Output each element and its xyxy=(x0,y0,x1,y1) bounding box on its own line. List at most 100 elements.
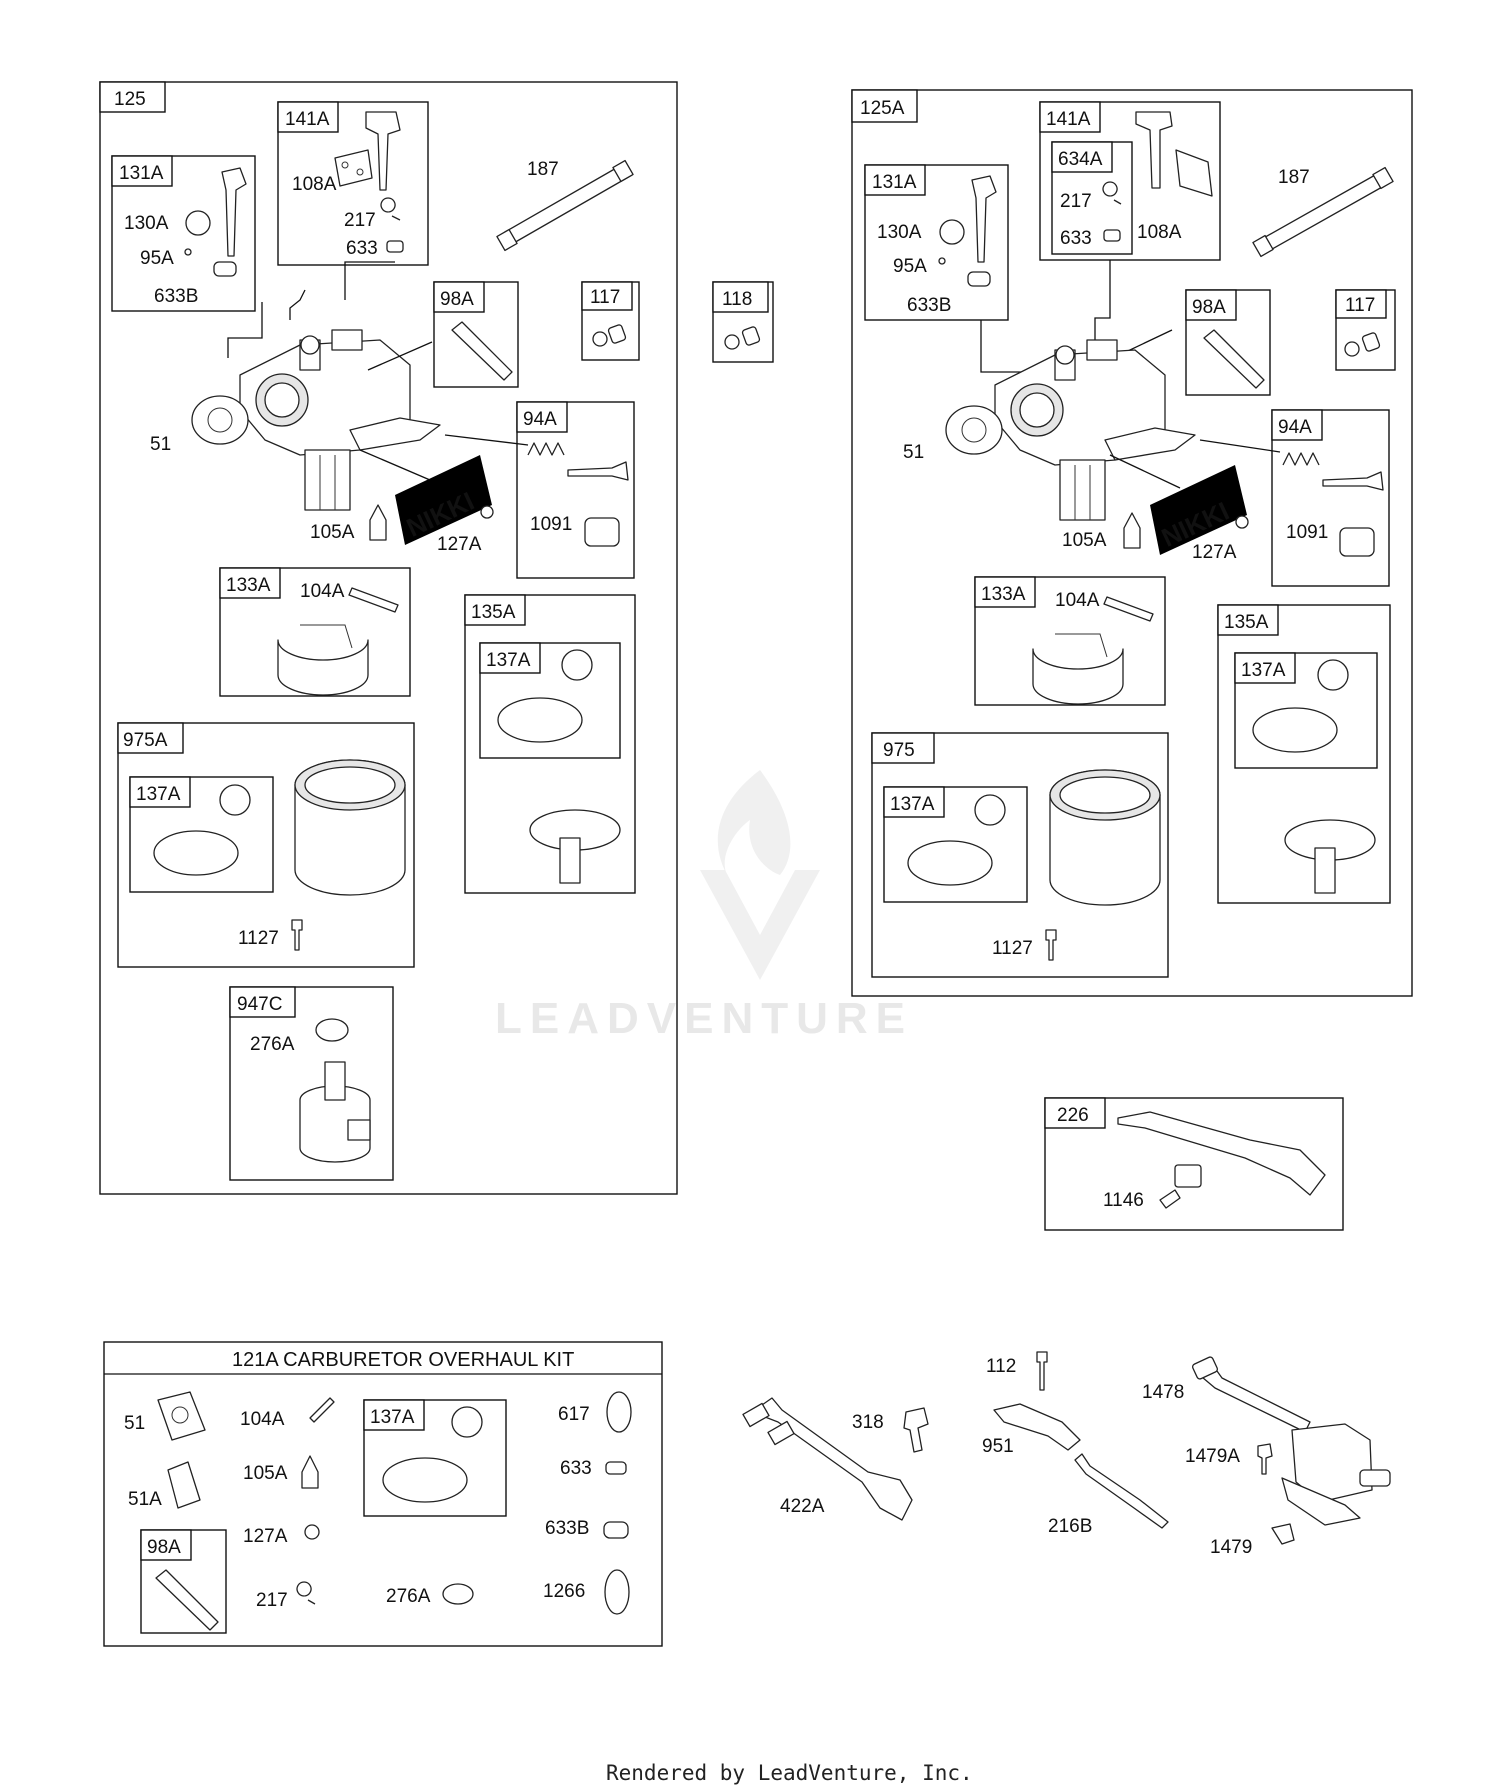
kit-part-617-label: 617 xyxy=(558,1404,590,1425)
nikki-badge: NIKKI xyxy=(395,455,492,545)
bowl-cover-135A-icon xyxy=(529,809,621,851)
r-bowl-cover-135A-icon xyxy=(1284,819,1376,861)
screw-1479-icon xyxy=(1271,1523,1295,1545)
kit-part-276A-label: 276A xyxy=(386,1586,431,1607)
r-part-633-label: 633 xyxy=(1060,228,1092,249)
kit-part-51-label: 51 xyxy=(124,1413,145,1434)
carburetor-body-right xyxy=(980,260,1281,521)
group-125: 125 141A 108A 217 633 187 131A 130A 95A … xyxy=(99,81,678,1195)
solenoid-wire-1478-icon xyxy=(1195,1363,1311,1433)
r-box-133A-label: 133A xyxy=(981,584,1026,605)
idle-screw-98A-icon xyxy=(451,321,513,381)
gasket-137A-975A-icon xyxy=(153,830,239,876)
kit-idle-screw-98A-icon xyxy=(155,1569,219,1631)
r-box-133A xyxy=(974,576,1166,706)
r-clamp-187b-icon xyxy=(1372,166,1394,190)
box-947C xyxy=(229,986,394,1181)
watermark-flame-icon xyxy=(717,770,791,880)
r-plug-117-icon xyxy=(1361,332,1381,352)
screw-112-icon xyxy=(1036,1351,1048,1391)
box-137A-in-975A-label: 137A xyxy=(136,784,181,805)
clamp-187b-icon xyxy=(612,159,634,183)
r-box-975-tab xyxy=(871,732,935,764)
bracket-226-icon xyxy=(1174,1164,1202,1188)
kit-box-137A-label: 137A xyxy=(370,1407,415,1428)
group-125A-label: 125A xyxy=(860,98,905,119)
r-choke-plate-icon xyxy=(939,219,965,245)
loose-parts: 112 318 422A 951 216B 1478 1479A 1479 xyxy=(742,1351,1391,1558)
kit-oring-137A-icon xyxy=(451,1406,483,1438)
r-clamp-187a-icon xyxy=(1252,234,1274,258)
box-131A xyxy=(111,155,256,312)
oring-137A-975A-icon xyxy=(219,784,251,816)
leadventure-watermark: LEADVENTURE xyxy=(495,770,905,1043)
r-spring-94A-icon xyxy=(1282,452,1320,466)
r-box-133A-tab xyxy=(974,576,1036,608)
spring-94A-icon xyxy=(527,442,565,456)
part-187-label: 187 xyxy=(527,159,559,180)
needle-105A-icon xyxy=(369,504,387,541)
box-137A-in-135A-tab xyxy=(479,642,541,674)
box-118-tab xyxy=(712,281,769,313)
r-screw-1127-icon xyxy=(1045,929,1057,961)
plug-117-icon xyxy=(607,324,627,344)
solenoid-947C-stem-icon xyxy=(324,1061,346,1101)
r-bowl-stem-135A-icon xyxy=(1314,847,1336,894)
box-137A-in-135A xyxy=(479,642,621,759)
kit-box-137A xyxy=(363,1399,507,1517)
gasket-51-icon xyxy=(191,395,249,445)
r-washer-117-icon xyxy=(1344,341,1360,357)
box-117-tab xyxy=(581,281,633,311)
part-422A-label: 422A xyxy=(780,1496,825,1517)
group-226: 226 1146 xyxy=(1044,1097,1344,1231)
r-gasket-137A-icon xyxy=(1252,707,1338,753)
group-125A-tab xyxy=(851,89,918,123)
part-1146-label: 1146 xyxy=(1103,1190,1144,1211)
box-141A-tab xyxy=(277,101,339,133)
oring-137A-icon xyxy=(561,649,593,681)
r-part-105A-label: 105A xyxy=(1062,530,1107,551)
box-98A-tab xyxy=(433,281,485,313)
box-135A-label: 135A xyxy=(471,602,516,623)
box-226-tab xyxy=(1044,1097,1106,1129)
group-125-frame xyxy=(99,81,678,1195)
r-part-108A-label: 108A xyxy=(1137,222,1182,243)
box-98A-label: 98A xyxy=(440,289,474,310)
r-box-137A-in-135A-tab xyxy=(1234,652,1296,684)
box-975A-tab xyxy=(117,722,184,754)
choke-lever-226-icon xyxy=(1117,1111,1326,1196)
carburetor-body-left xyxy=(227,261,529,511)
fuel-tube-187-icon xyxy=(504,162,633,245)
r-throttle-plate-icon xyxy=(1175,149,1213,197)
kit-seal-633B-icon xyxy=(603,1521,629,1539)
bolt-318-icon xyxy=(903,1407,929,1453)
r-plug-127A-icon xyxy=(1235,515,1249,529)
box-141A-label: 141A xyxy=(285,109,330,130)
r-solenoid-1091-icon xyxy=(1339,527,1375,557)
r-box-94A-label: 94A xyxy=(1278,417,1312,438)
standalone-118: 118 xyxy=(712,281,774,363)
kit-part-51A-label: 51A xyxy=(128,1489,162,1510)
part-1479-label: 1479 xyxy=(1210,1537,1252,1558)
float-133A-icon xyxy=(277,639,369,696)
part-318-label: 318 xyxy=(852,1412,884,1433)
r-box-98A-tab xyxy=(1185,289,1237,321)
kit-frame xyxy=(103,1341,663,1647)
kit-part-633B-label: 633B xyxy=(545,1518,589,1539)
seal-633B-icon xyxy=(213,261,237,277)
kit-part-105A-label: 105A xyxy=(243,1463,288,1484)
pin-104A-icon xyxy=(348,587,399,613)
r-pin-104A-icon xyxy=(1103,596,1154,622)
r-part-127A-label: 127A xyxy=(1192,542,1237,563)
box-133A-label: 133A xyxy=(226,575,271,596)
kit-oring-617-icon xyxy=(606,1391,632,1433)
part-104A-label: 104A xyxy=(300,581,345,602)
r-needle-105A-icon xyxy=(1123,512,1141,549)
group-125-tab xyxy=(99,81,166,113)
box-141A xyxy=(277,101,429,266)
kit-needle-105A-icon xyxy=(301,1455,319,1489)
screw-95A-icon xyxy=(184,248,192,256)
bowl-stem-135A-icon xyxy=(559,837,581,884)
wire-harness-422A-icon xyxy=(751,1397,913,1521)
